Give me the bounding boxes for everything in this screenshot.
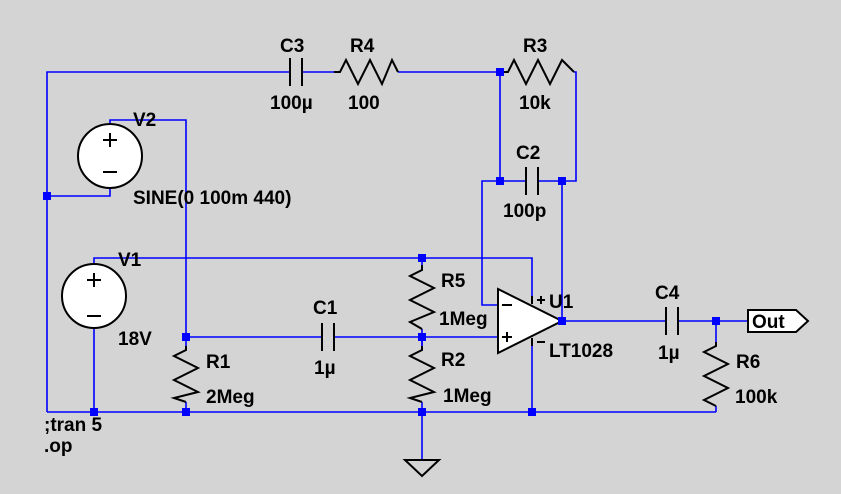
junction-node <box>182 333 190 341</box>
wires <box>46 71 748 460</box>
voltage-source-v1[interactable] <box>61 263 127 329</box>
c4-value: 1µ <box>658 343 680 364</box>
resistor-r5[interactable] <box>407 265 437 330</box>
junction-node <box>43 192 51 200</box>
r2-ref: R2 <box>441 350 465 371</box>
wire-r3-right <box>562 71 577 182</box>
junction-node <box>90 408 98 416</box>
junction-nodes <box>43 68 720 416</box>
junction-node <box>558 317 566 325</box>
junction-node <box>712 317 720 325</box>
junction-node <box>418 254 426 262</box>
v2-ref: V2 <box>133 110 156 131</box>
u1-value: LT1028 <box>549 341 613 362</box>
c2-value: 100p <box>503 201 546 222</box>
output-port-label: Out <box>752 312 785 333</box>
resistor-r3[interactable] <box>500 57 575 87</box>
r4-ref: R4 <box>350 36 375 57</box>
output-port[interactable] <box>747 309 810 333</box>
c4-ref: C4 <box>655 283 680 304</box>
ground-icon <box>402 459 442 478</box>
junction-node <box>418 408 426 416</box>
wire-top-left <box>46 71 290 196</box>
r6-value: 100k <box>735 387 778 408</box>
junction-node <box>528 408 536 416</box>
junction-node <box>182 408 190 416</box>
v1-value: 18V <box>118 329 152 350</box>
c1-value: 1µ <box>314 358 336 379</box>
c1-ref: C1 <box>313 298 338 319</box>
r2-value: 1Meg <box>443 386 492 407</box>
c3-ref: C3 <box>280 36 304 57</box>
capacitor-c1[interactable] <box>321 323 335 351</box>
c2-ref: C2 <box>516 143 540 164</box>
r6-ref: R6 <box>736 352 760 373</box>
r3-ref: R3 <box>523 36 547 57</box>
r1-ref: R1 <box>206 352 231 373</box>
wire-v2-top <box>109 119 187 337</box>
r5-ref: R5 <box>441 271 466 292</box>
junction-node <box>496 68 504 76</box>
resistor-r4[interactable] <box>334 57 399 87</box>
junction-node <box>418 333 426 341</box>
r3-value: 10k <box>519 93 551 114</box>
op-directive[interactable]: .op <box>44 436 73 457</box>
u1-ref: U1 <box>549 292 574 313</box>
resistor-r2[interactable] <box>406 346 437 403</box>
voltage-source-v2[interactable] <box>77 123 143 189</box>
tran-directive[interactable]: ;tran 5 <box>44 415 103 436</box>
c3-value: 100µ <box>270 93 313 114</box>
wire-inv-input <box>481 180 500 306</box>
resistor-r6[interactable] <box>701 342 731 407</box>
junction-node <box>558 177 566 185</box>
r1-value: 2Meg <box>206 387 255 408</box>
wire-feedback-left <box>499 72 526 182</box>
capacitor-c4[interactable] <box>665 307 679 335</box>
opamp-u1[interactable] <box>497 287 565 355</box>
r4-value: 100 <box>348 93 380 114</box>
capacitor-c2[interactable] <box>525 167 539 195</box>
junction-node <box>496 177 504 185</box>
wire-v2-bottom <box>47 188 111 197</box>
v1-ref: V1 <box>118 250 142 271</box>
r5-value: 1Meg <box>439 309 488 330</box>
v2-value: SINE(0 100m 440) <box>133 188 291 209</box>
wire-v1-top <box>93 257 533 296</box>
capacitor-c3[interactable] <box>289 58 303 86</box>
resistor-r1[interactable] <box>170 346 201 403</box>
